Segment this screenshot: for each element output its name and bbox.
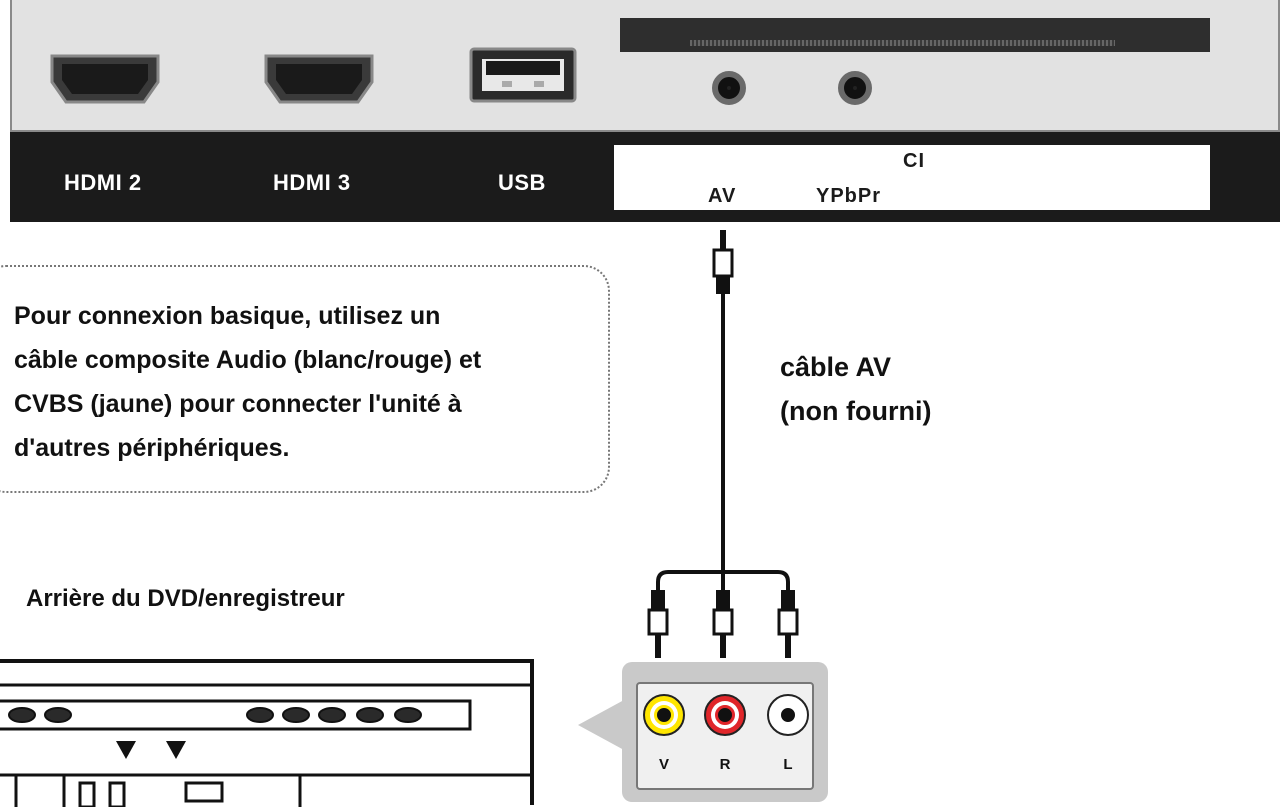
ypbpr-jack-icon bbox=[838, 71, 872, 105]
hdmi2-label: HDMI 2 bbox=[64, 170, 142, 195]
info-callout-text: Pour connexion basique, utilisez un câbl… bbox=[14, 294, 604, 470]
hdmi3-label: HDMI 3 bbox=[273, 170, 351, 195]
av-jack-v bbox=[643, 694, 685, 736]
cable-label-line-2: (non fourni) bbox=[780, 396, 932, 426]
av-label: AV bbox=[708, 185, 737, 207]
jack-letter-v: V bbox=[658, 756, 669, 773]
callout-line-3: CVBS (jaune) pour connecter l'unité à bbox=[14, 390, 462, 418]
ci-slot-contacts bbox=[690, 40, 1115, 46]
callout-line-2: câble composite Audio (blanc/rouge) et bbox=[14, 346, 482, 374]
callout-line-4: d'autres périphériques. bbox=[14, 434, 290, 462]
usb-label: USB bbox=[498, 170, 546, 195]
av-box-pointer bbox=[578, 700, 624, 750]
ci-label-box bbox=[614, 145, 1210, 210]
hdmi3-port-icon bbox=[264, 54, 374, 104]
jack-letter-l: L bbox=[783, 756, 793, 773]
jack-letter-r: R bbox=[719, 756, 731, 773]
white-jack-icon bbox=[767, 694, 809, 736]
av-cable-icon bbox=[647, 230, 799, 658]
ci-label: CI bbox=[903, 150, 925, 172]
dvd-recorder-icon bbox=[0, 659, 534, 807]
hdmi2-port-icon bbox=[50, 54, 160, 104]
cable-label-line-1: câble AV bbox=[780, 352, 892, 382]
cable-label: câble AV (non fourni) bbox=[780, 345, 931, 433]
av-jack-r bbox=[704, 694, 746, 736]
yellow-jack-icon bbox=[643, 694, 685, 736]
info-callout bbox=[0, 265, 610, 493]
usb-port-icon bbox=[469, 47, 577, 103]
av-jack-l bbox=[767, 694, 809, 736]
dvd-title: Arrière du DVD/enregistreur bbox=[26, 585, 345, 612]
ci-slot bbox=[620, 18, 1210, 52]
av-jack-icon bbox=[712, 71, 746, 105]
red-jack-icon bbox=[704, 694, 746, 736]
ypbpr-label: YPbPr bbox=[816, 185, 882, 207]
callout-line-1: Pour connexion basique, utilisez un bbox=[14, 302, 441, 330]
